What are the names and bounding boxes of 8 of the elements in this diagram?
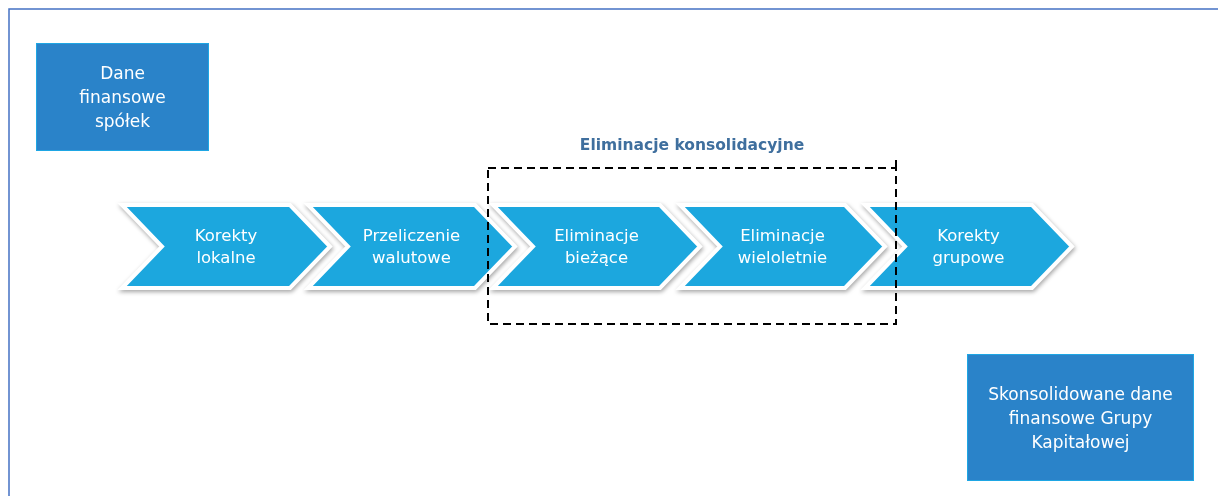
step-label: Eliminacje bieżące (553, 224, 640, 269)
step-label: Eliminacje wieloletnie (736, 224, 829, 269)
data-box: Skonsolidowane dane finansowe Grupy Kapitałowej (967, 354, 1194, 481)
step-label: Korekty lokalne (193, 224, 259, 269)
step-label: Przeliczenie walutowe (362, 224, 461, 269)
data-box: Dane finansowe spółek (36, 43, 209, 151)
group-heading: Eliminacje konsolidacyjne (578, 136, 806, 154)
step-label: Korekty grupowe (931, 224, 1006, 269)
